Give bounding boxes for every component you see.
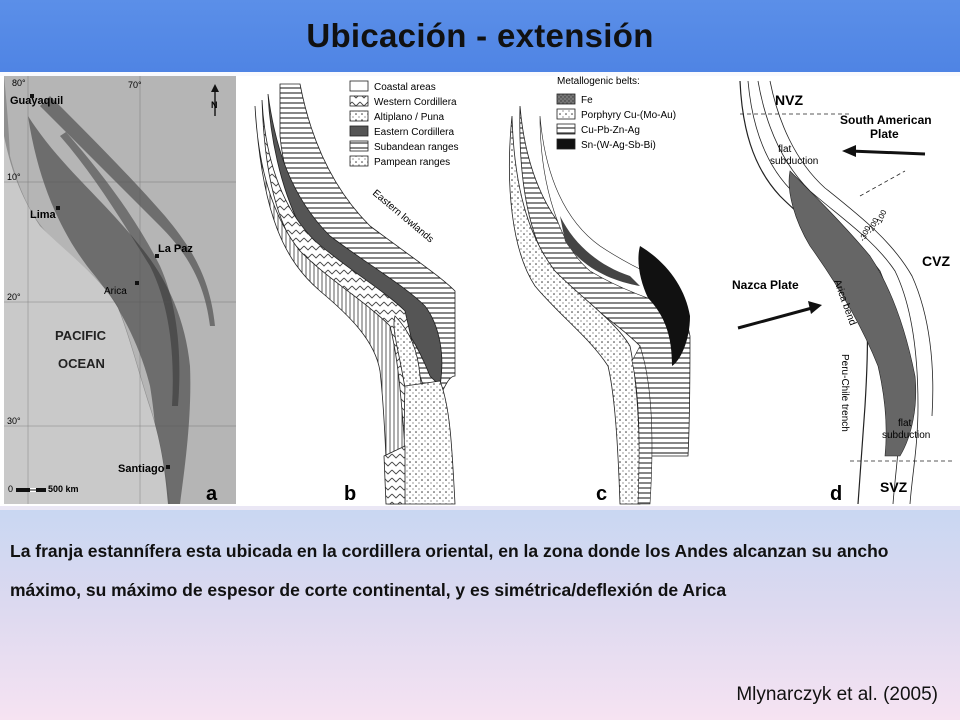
plate-sa-line2: Plate — [870, 127, 899, 141]
flat-bottom-line2: subduction — [882, 430, 930, 441]
panel-c-metallogenic-map: Metallogenic belts: Fe Porphyry Cu-(Mo-A… — [509, 76, 691, 505]
trench-label: Peru-Chile trench — [839, 354, 850, 432]
panel-b-letter: b — [344, 483, 356, 505]
place-santiago: Santiago — [118, 463, 165, 475]
zone-nvz: NVZ — [775, 92, 803, 108]
panel-b-geology-map: Coastal areas Western Cordillera Altipla… — [254, 80, 459, 505]
place-arica: Arica — [104, 286, 127, 297]
legend-c-title: Metallogenic belts: — [557, 76, 640, 87]
source-citation: Mlynarczyk et al. (2005) — [736, 684, 938, 705]
legend-b-3: Eastern Cordillera — [374, 127, 454, 138]
plate-nazca: Nazca Plate — [732, 278, 799, 292]
flat-bottom-line1: flat — [898, 418, 912, 429]
legend-c-2: Cu-Pb-Zn-Ag — [581, 125, 640, 136]
scale-label: 500 km — [48, 484, 79, 494]
nazca-plate-arrow-icon — [737, 301, 822, 330]
scale-zero: 0 — [8, 484, 13, 494]
lat-label-10: 10° — [7, 172, 21, 182]
panel-d-letter: d — [830, 483, 842, 505]
scale-bar: 0 500 km — [8, 484, 79, 494]
place-lima: Lima — [30, 209, 57, 221]
zone-svz: SVZ — [880, 479, 908, 495]
panel-c-letter: c — [596, 483, 607, 505]
legend-b-2: Altiplano / Puna — [374, 112, 444, 123]
title-bar: Ubicación - extensión — [0, 0, 960, 72]
caption-text: La franja estannífera esta ubicada en la… — [10, 541, 889, 600]
panel-a-letter: a — [206, 483, 218, 505]
lat-label-30: 30° — [7, 416, 21, 426]
legend-b-5: Pampean ranges — [374, 157, 450, 168]
legend-b-0: Coastal areas — [374, 82, 436, 93]
legend-b-1: Western Cordillera — [374, 97, 457, 108]
place-guayaquil: Guayaquil — [10, 95, 63, 107]
place-la-paz: La Paz — [158, 243, 193, 255]
panel-c-legend: Metallogenic belts: Fe Porphyry Cu-(Mo-A… — [556, 76, 676, 151]
ocean-label-line1: PACIFIC — [55, 328, 107, 343]
panel-a-relief-map: 80° 70° 10° 20° 30° N Guayaquil Lima La … — [4, 76, 236, 505]
panel-d-subduction-map: NVZ CVZ SVZ South American Plate Nazca P… — [732, 80, 955, 505]
panel-b-legend: Coastal areas Western Cordillera Altipla… — [349, 80, 459, 168]
legend-c-1: Porphyry Cu-(Mo-Au) — [581, 110, 676, 121]
north-label: N — [211, 100, 218, 110]
flat-top-line2: subduction — [770, 156, 818, 167]
legend-c-3: Sn-(W-Ag-Sb-Bi) — [581, 140, 656, 151]
north-arrow-icon: N — [211, 84, 219, 116]
legend-c-0: Fe — [581, 95, 593, 106]
figure-panels: 80° 70° 10° 20° 30° N Guayaquil Lima La … — [0, 76, 960, 506]
south-american-plate-arrow-icon — [842, 145, 926, 157]
plate-sa-line1: South American — [840, 113, 932, 127]
lon-label-70: 70° — [128, 80, 142, 90]
zone-cvz: CVZ — [922, 253, 950, 269]
lat-label-20: 20° — [7, 292, 21, 302]
legend-b-4: Subandean ranges — [374, 142, 459, 153]
lon-label-80: 80° — [12, 78, 26, 88]
slide-title: Ubicación - extensión — [306, 17, 654, 54]
flat-top-line1: flat — [778, 144, 792, 155]
caption-box: La franja estannífera esta ubicada en la… — [0, 510, 960, 720]
ocean-label-line2: OCEAN — [58, 356, 105, 371]
